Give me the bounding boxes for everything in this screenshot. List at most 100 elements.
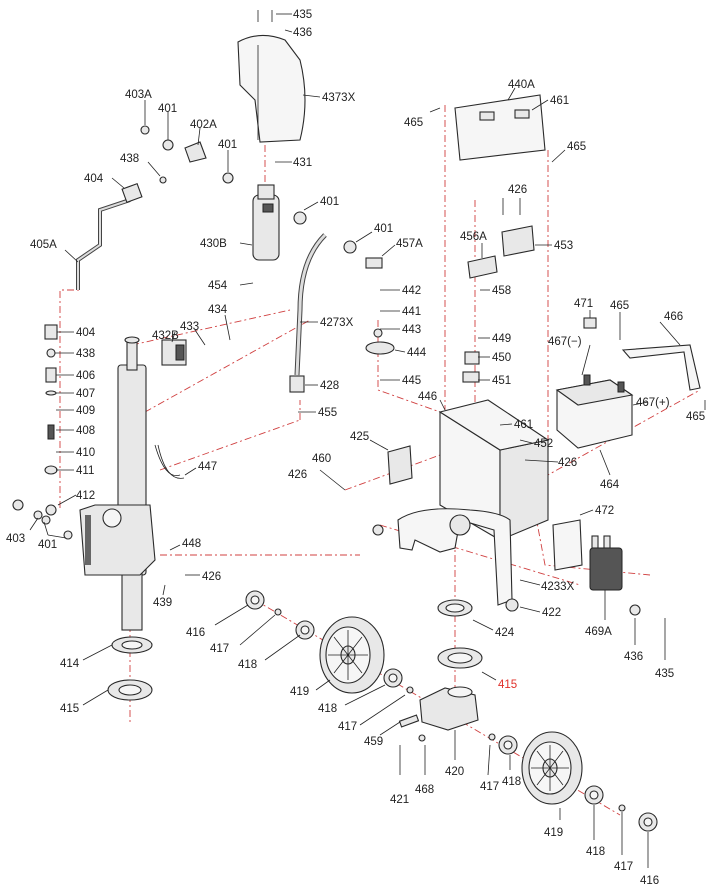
label-466: 466 xyxy=(664,311,683,323)
label-438: 438 xyxy=(76,348,95,360)
part-labels: 435 436 4373X 403A 401 402A 401 438 431 … xyxy=(6,9,705,887)
label-421: 421 xyxy=(390,794,409,806)
valve-432b xyxy=(161,339,187,366)
label-426: 426 xyxy=(202,571,221,583)
plate-444 xyxy=(365,328,395,355)
label-442: 442 xyxy=(402,285,421,297)
battery-strap-466 xyxy=(621,344,701,391)
bracket-471 xyxy=(583,317,597,329)
label-457a: 457A xyxy=(396,238,423,250)
label-447: 447 xyxy=(198,461,217,473)
label-435: 435 xyxy=(655,668,674,680)
label-460: 460 xyxy=(312,453,331,465)
label-469a: 469A xyxy=(585,626,612,638)
wheel-419-left xyxy=(319,616,385,694)
label-446: 446 xyxy=(418,391,437,403)
label-432b: 432B xyxy=(152,330,179,342)
label-464: 464 xyxy=(600,479,620,491)
label-401: 401 xyxy=(374,223,393,235)
wheel-419-right xyxy=(521,731,583,805)
label-415: 415 xyxy=(60,703,79,715)
label-461: 461 xyxy=(514,419,533,431)
block-425 xyxy=(387,445,413,485)
label-425: 425 xyxy=(350,431,369,443)
label-419: 419 xyxy=(290,686,309,698)
pump-motor-430b xyxy=(252,184,280,261)
label-450: 450 xyxy=(492,352,511,364)
label-401: 401 xyxy=(320,196,339,208)
label-409: 409 xyxy=(76,405,95,417)
label-418: 418 xyxy=(586,846,605,858)
label-448: 448 xyxy=(182,538,201,550)
label-406: 406 xyxy=(76,370,95,382)
label-431: 431 xyxy=(293,157,312,169)
label-412: 412 xyxy=(76,490,95,502)
label-434: 434 xyxy=(208,304,228,316)
battery-464 xyxy=(555,374,634,449)
label-471: 471 xyxy=(574,298,593,310)
label-417: 417 xyxy=(480,781,499,793)
label-403a: 403A xyxy=(125,89,152,101)
label-403: 403 xyxy=(6,533,25,545)
label-467-positive: 467(+) xyxy=(636,397,670,409)
label-4273x: 4273X xyxy=(320,317,354,329)
label-436: 436 xyxy=(293,27,312,39)
seal-stack-left xyxy=(44,324,58,516)
label-465: 465 xyxy=(610,300,629,312)
pump-column xyxy=(79,336,156,631)
label-4233x: 4233X xyxy=(541,581,575,593)
label-426: 426 xyxy=(558,457,577,469)
screw-435 xyxy=(257,10,273,22)
label-415-red: 415 xyxy=(498,679,517,691)
label-455: 455 xyxy=(318,407,337,419)
cable-447 xyxy=(154,444,185,479)
label-456a: 456A xyxy=(460,231,487,243)
label-458: 458 xyxy=(492,285,511,297)
label-417: 417 xyxy=(338,721,357,733)
controller-453 xyxy=(501,225,535,257)
leader-lines xyxy=(29,13,706,868)
label-465: 465 xyxy=(686,411,705,423)
label-467-negative: 467(−) xyxy=(548,336,582,348)
label-411: 411 xyxy=(76,465,94,477)
label-420: 420 xyxy=(445,766,464,778)
label-417: 417 xyxy=(614,861,633,873)
label-445: 445 xyxy=(402,375,421,387)
label-405a: 405A xyxy=(30,239,57,251)
label-422: 422 xyxy=(542,607,561,619)
label-433: 433 xyxy=(180,321,199,333)
axle-420 xyxy=(398,686,479,742)
pipe-405a xyxy=(76,182,143,290)
bearings-left xyxy=(107,636,153,701)
label-430b: 430B xyxy=(200,238,227,250)
label-453: 453 xyxy=(554,240,573,252)
label-438: 438 xyxy=(120,153,139,165)
label-401: 401 xyxy=(218,139,237,151)
label-408: 408 xyxy=(76,425,95,437)
label-424: 424 xyxy=(495,627,515,639)
bolts-left xyxy=(12,499,73,540)
switch-450 xyxy=(462,351,480,383)
label-452: 452 xyxy=(534,438,553,450)
label-402a: 402A xyxy=(190,119,217,131)
label-440a: 440A xyxy=(508,79,535,91)
label-436: 436 xyxy=(624,651,643,663)
bearing-415 xyxy=(437,647,483,669)
label-426: 426 xyxy=(288,469,307,481)
cover-4373x xyxy=(237,34,306,143)
fittings-top-left xyxy=(140,125,383,269)
label-441: 441 xyxy=(402,306,421,318)
label-435: 435 xyxy=(293,9,312,21)
label-444: 444 xyxy=(407,347,427,359)
label-404: 404 xyxy=(76,327,96,339)
label-416: 416 xyxy=(186,627,205,639)
label-465: 465 xyxy=(567,141,586,153)
label-410: 410 xyxy=(76,447,95,459)
label-414: 414 xyxy=(60,658,80,670)
label-416: 416 xyxy=(640,875,659,887)
label-401: 401 xyxy=(158,103,177,115)
plate-472 xyxy=(552,519,583,571)
label-465: 465 xyxy=(404,117,423,129)
label-451: 451 xyxy=(492,375,511,387)
